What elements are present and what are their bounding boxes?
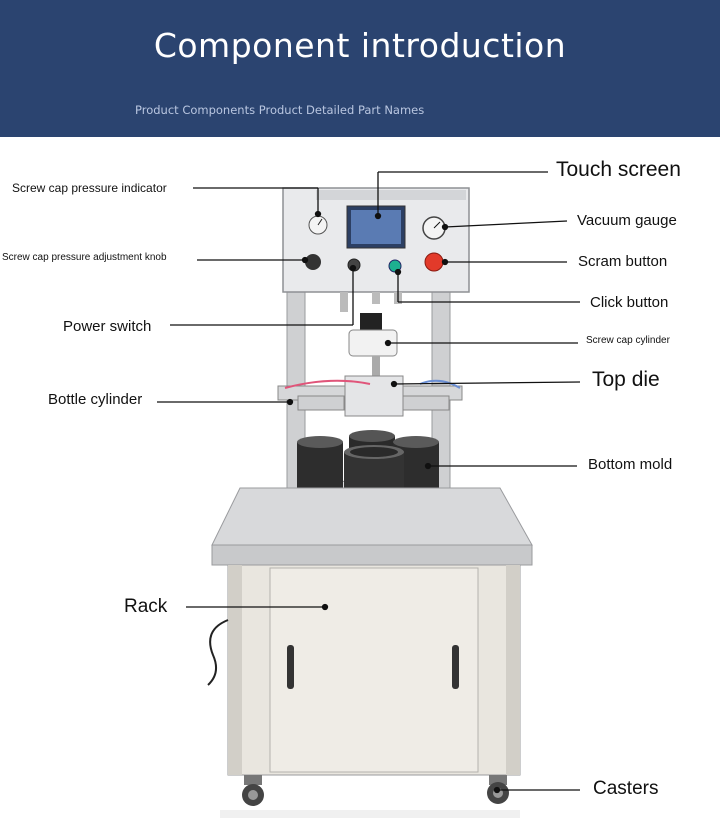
label-top-die: Top die <box>592 368 660 391</box>
label-power-switch: Power switch <box>63 318 152 335</box>
scram-button-knob <box>424 252 444 272</box>
caster-left <box>242 775 264 806</box>
door-handle-left <box>287 645 294 689</box>
label-click-button: Click button <box>590 294 669 311</box>
label-vacuum-gauge: Vacuum gauge <box>577 212 677 229</box>
page-title: Component introduction <box>153 26 567 65</box>
label-touch-screen: Touch screen <box>556 158 681 181</box>
header-banner: Component introduction Product Component… <box>0 0 720 137</box>
label-rack: Rack <box>124 596 168 617</box>
page-subtitle: Product Components Product Detailed Part… <box>135 103 425 117</box>
label-screw-cap-pressure-indicator: Screw cap pressure indicator <box>12 181 167 195</box>
label-casters: Casters <box>593 778 659 799</box>
table-top <box>211 487 533 546</box>
leader-lines <box>157 171 581 794</box>
panel-nameplate <box>316 190 466 200</box>
label-scram-button: Scram button <box>578 253 668 270</box>
label-bottom-mold: Bottom mold <box>588 456 673 473</box>
label-screw-cap-pressure-adjustment-knob: Screw cap pressure adjustment knob <box>2 252 167 263</box>
label-bottle-cylinder: Bottle cylinder <box>48 391 143 408</box>
door-handle-right <box>452 645 459 689</box>
pressure-adjustment-knob <box>305 254 321 270</box>
label-screw-cap-cylinder: Screw cap cylinder <box>586 335 670 346</box>
